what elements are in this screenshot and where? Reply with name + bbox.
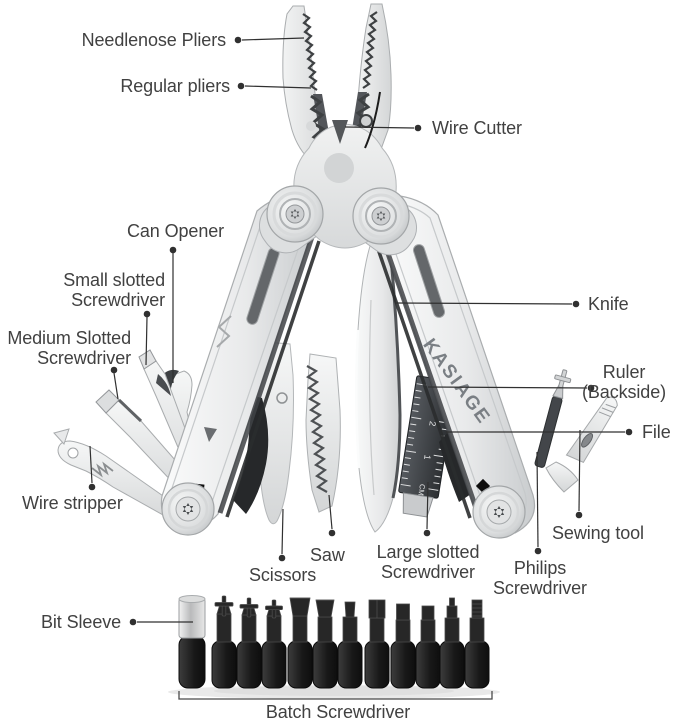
callout-bit-sleeve: Bit Sleeve [41,612,122,632]
ruler-ticks [400,383,455,491]
phillips-bit-1 [214,595,234,643]
leader-dots [88,36,633,626]
bottom-pivot-screw-left [160,481,216,537]
callout-sewing-tool: Sewing tool [552,523,644,543]
right-handle-stud [475,478,491,494]
philips-cross-tip [558,369,568,389]
leader-wire-cutter [344,126,415,129]
callout-scissors: Scissors [249,565,317,585]
leader-small-slotted [145,316,148,366]
philips-screwdriver-tool [534,369,572,468]
ruler-mark-2: 2 [427,420,438,427]
callout-can-opener: Can Opener [127,221,225,241]
leader-sewing [578,429,581,512]
leader-medium-slotted [113,372,119,400]
boss-circle-detail [324,153,354,183]
right-grip-insert [439,428,474,502]
callout-needlenose-pliers: Needlenose Pliers [81,30,226,50]
hex-bit-1 [395,603,411,643]
sewing-tool-eye [581,433,594,448]
callout-line: Screwdriver [37,348,131,368]
small-slotted-screwdriver-tool [138,349,208,495]
left-handle-stud [192,483,205,496]
sewing-tool-shape [545,396,618,493]
callout-line: Screwdriver [71,290,165,310]
callout-philips-screwdriver: Philips Screwdriver [485,558,595,598]
callout-batch-screwdriver: Batch Screwdriver [265,702,411,722]
callout-wire-cutter: Wire Cutter [432,118,522,138]
bit-holders [178,635,490,689]
leader-philips [536,451,539,548]
needlenose-serrations [302,13,318,91]
callout-line: Screwdriver [493,578,587,598]
slotted-bit-large [289,597,311,643]
scissors-tool [257,341,294,525]
callout-line: Screwdriver [381,562,475,582]
callout-line: Small slotted [63,270,165,290]
leader-regular [244,85,312,89]
can-opener-tool [160,369,201,490]
bit-sleeve [178,595,206,639]
slotted-bit-small [342,601,358,643]
callout-line: Large slotted [376,542,480,562]
phillips-bit-2 [239,597,259,643]
saw-teeth [305,365,329,493]
ruler-unit: CM [416,483,427,496]
leader-scissors [281,508,284,555]
callout-medium-slotted-screwdriver: Medium Slotted Screwdriver [0,328,131,368]
callout-large-slotted-screwdriver: Large slotted Screwdriver [361,542,495,582]
leader-needlenose [241,37,305,41]
ruler-large-slotted-screwdriver-tool: 2 1 CM [398,375,457,518]
knurled-bit [469,599,485,643]
brand-text: KASIAGE [418,335,494,429]
leader-lines [89,37,625,623]
needlenose-jaw-left [282,5,331,163]
needlenose-jaw-right [357,3,392,153]
callout-small-slotted-screwdriver: Small slotted Screwdriver [0,270,165,310]
scissors-pivot-hole [276,392,288,404]
bit-set-row [168,595,500,699]
right-handle-slot [412,244,446,318]
phillips-bit-3 [265,599,283,643]
sewing-tool-hook [545,461,579,493]
right-handle: KASIAGE [374,195,536,534]
left-handle [160,191,321,534]
bottom-pivot-screw-right [471,484,527,540]
callout-knife: Knife [588,294,629,314]
callout-saw: Saw [310,545,345,565]
wire-cutter-notch [332,120,348,144]
callout-line: Medium Slotted [7,328,131,348]
leader-knife [395,302,573,305]
leader-ruler [427,386,588,389]
callout-file: File [642,422,671,442]
left-handle-hole [204,427,217,442]
batch-bracket [178,691,493,700]
top-pivot-screw-right [351,186,411,246]
left-grip-insert [233,396,269,514]
hex-bit-large [368,599,386,643]
jaw-rivet [359,114,373,128]
callout-line: Philips [513,558,567,578]
medium-slotted-screwdriver-tool [95,389,204,504]
slotted-bit [315,599,335,643]
large-slotted-tip [402,492,434,518]
ruler-mark-1: 1 [422,454,433,461]
leader-saw [328,494,333,530]
pliers-boss-plate [293,123,397,249]
callout-line: Ruler [602,362,646,382]
left-handle-slot [246,247,280,325]
saw-tool [305,353,341,513]
leader-large-slotted [426,481,429,530]
top-pivot-screw-left [265,184,325,244]
hex-bit-2 [420,605,436,643]
callout-ruler-backside: Ruler (Backside) [569,362,679,402]
regular-plier-teeth [309,94,326,145]
callout-regular-pliers: Regular pliers [120,76,230,96]
knife-tool [354,239,402,533]
pliers-head [258,3,418,256]
leader-wire-stripper [89,445,93,484]
stepped-bit [444,597,460,643]
callout-line: (Backside) [581,382,667,402]
callout-wire-stripper: Wire stripper [22,493,123,513]
